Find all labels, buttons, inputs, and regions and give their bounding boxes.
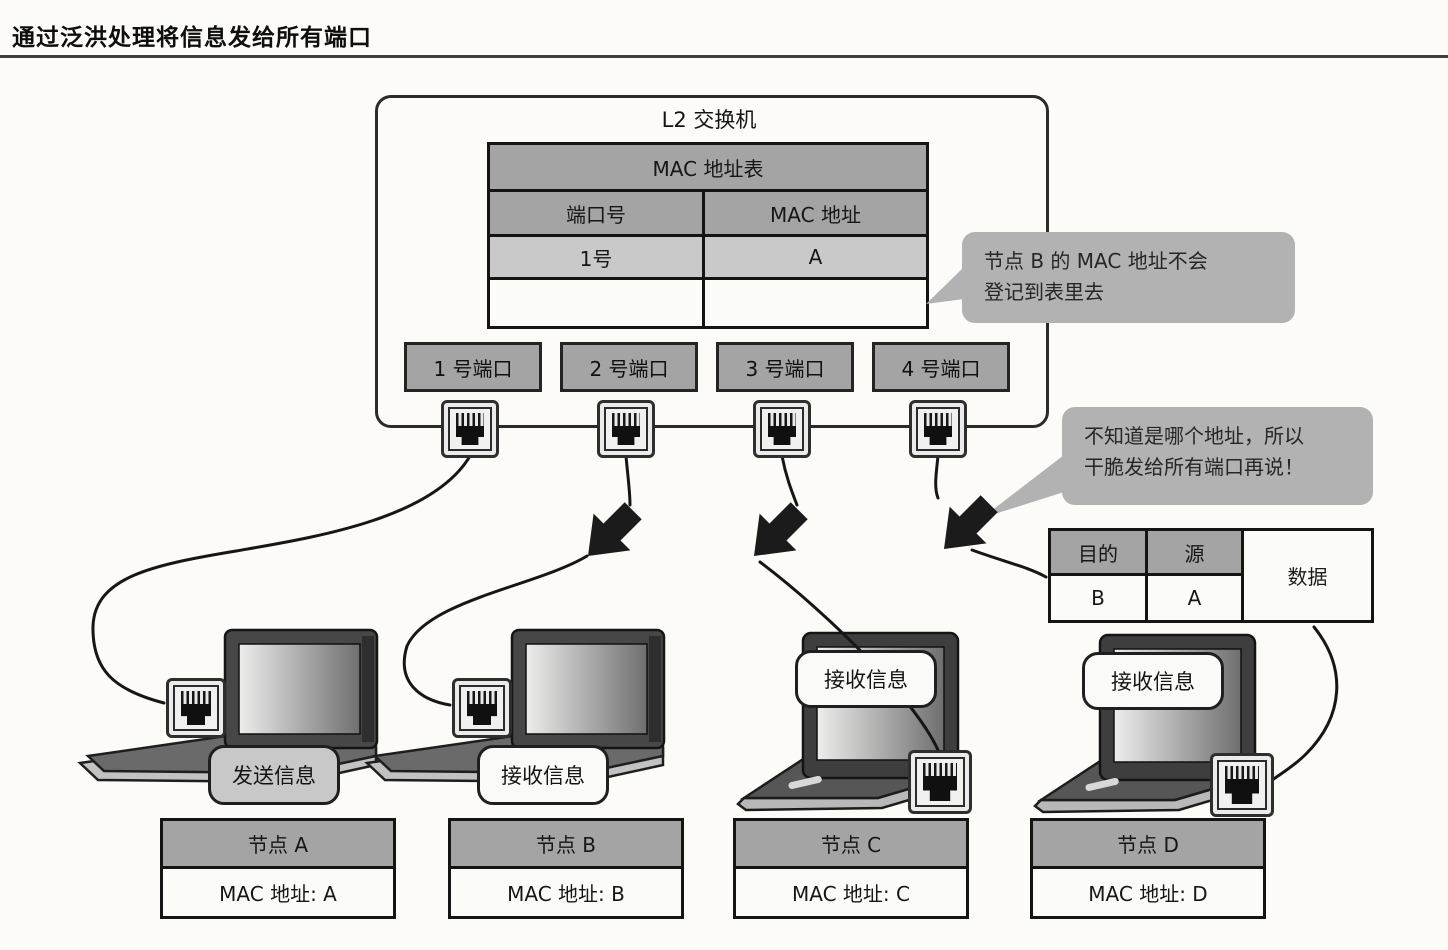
flood-arrow-port3-icon (754, 502, 808, 556)
mac-table-cell-mac-a: A (705, 237, 926, 277)
port-label-1: 1 号端口 (404, 342, 542, 392)
cable-port4-upper (934, 454, 940, 500)
l2-switch-label: L2 交换机 (661, 108, 757, 132)
node-d-action-bubble: 接收信息 (1082, 652, 1224, 710)
mac-table-col-port: 端口号 (490, 192, 705, 234)
frame-value-src: A (1148, 576, 1244, 620)
callout-not-registered: 节点 B 的 MAC 地址不会 登记到表里去 (962, 232, 1295, 323)
port-label-4: 4 号端口 (872, 342, 1010, 392)
port-2-rj45-jack-icon (597, 400, 655, 458)
flood-arrow-port4-icon (944, 495, 998, 549)
node-b-mac: MAC 地址: B (451, 869, 681, 916)
frame-data-cell: 数据 (1244, 531, 1371, 620)
callout-flood: 不知道是哪个地址，所以 干脆发给所有端口再说！ (1062, 407, 1373, 505)
port-4-rj45-jack-icon (909, 400, 967, 458)
frame-header-src: 源 (1148, 531, 1244, 576)
flood-arrow-port2-icon (588, 502, 642, 556)
port-1-rj45-jack-icon (441, 400, 499, 458)
node-d-rj45-jack-icon (1210, 753, 1274, 817)
cable-frame-node-d (1269, 625, 1339, 783)
node-b-action-bubble: 接收信息 (477, 745, 609, 805)
node-d-name: 节点 D (1033, 821, 1263, 869)
node-d-table: 节点 D MAC 地址: D (1030, 818, 1266, 919)
mac-address-table: MAC 地址表 端口号 MAC 地址 1号 A (487, 142, 929, 329)
mac-table-cell-port1: 1号 (490, 237, 705, 277)
node-a-mac: MAC 地址: A (163, 869, 393, 916)
frame-header-dest: 目的 (1051, 531, 1148, 576)
mac-table-title: MAC 地址表 (490, 145, 926, 189)
title-divider (0, 55, 1448, 58)
node-c-table: 节点 C MAC 地址: C (733, 818, 969, 919)
node-c-mac: MAC 地址: C (736, 869, 966, 916)
cable-port4-frame (970, 548, 1048, 579)
node-c-rj45-jack-icon (908, 750, 972, 814)
node-c-name: 节点 C (736, 821, 966, 869)
node-b-rj45-jack-icon (452, 678, 512, 738)
callout-flood-line2: 干脆发给所有端口再说！ (1084, 455, 1304, 479)
node-c-action-bubble: 接收信息 (795, 650, 937, 708)
cable-port2-upper (624, 454, 632, 507)
node-b-table: 节点 B MAC 地址: B (448, 818, 684, 919)
node-a-action-bubble: 发送信息 (208, 745, 340, 805)
node-a-table: 节点 A MAC 地址: A (160, 818, 396, 919)
callout-tail-flood (982, 455, 1064, 518)
node-a-name: 节点 A (163, 821, 393, 869)
page-title: 通过泛洪处理将信息发给所有端口 (12, 25, 372, 51)
node-b-name: 节点 B (451, 821, 681, 869)
callout-tail-not-registered (926, 267, 964, 304)
callout-not-registered-line2: 登记到表里去 (984, 280, 1104, 304)
callout-not-registered-line1: 节点 B 的 MAC 地址不会 (984, 249, 1208, 273)
port-3-rj45-jack-icon (753, 400, 811, 458)
cable-port3-upper (780, 454, 799, 507)
cable-port1-node-a (91, 454, 472, 705)
node-a-rj45-jack-icon (166, 678, 226, 738)
frame-value-dest: B (1051, 576, 1148, 620)
frame-table: 目的 源 B A 数据 (1048, 528, 1374, 623)
mac-table-cell-empty-port (490, 280, 705, 326)
node-d-mac: MAC 地址: D (1033, 869, 1263, 916)
mac-table-col-mac: MAC 地址 (705, 192, 926, 234)
mac-table-cell-empty-mac (705, 280, 926, 326)
cable-port2-node-b (402, 554, 589, 707)
port-label-2: 2 号端口 (560, 342, 698, 392)
callout-flood-line1: 不知道是哪个地址，所以 (1084, 424, 1304, 448)
port-label-3: 3 号端口 (716, 342, 854, 392)
